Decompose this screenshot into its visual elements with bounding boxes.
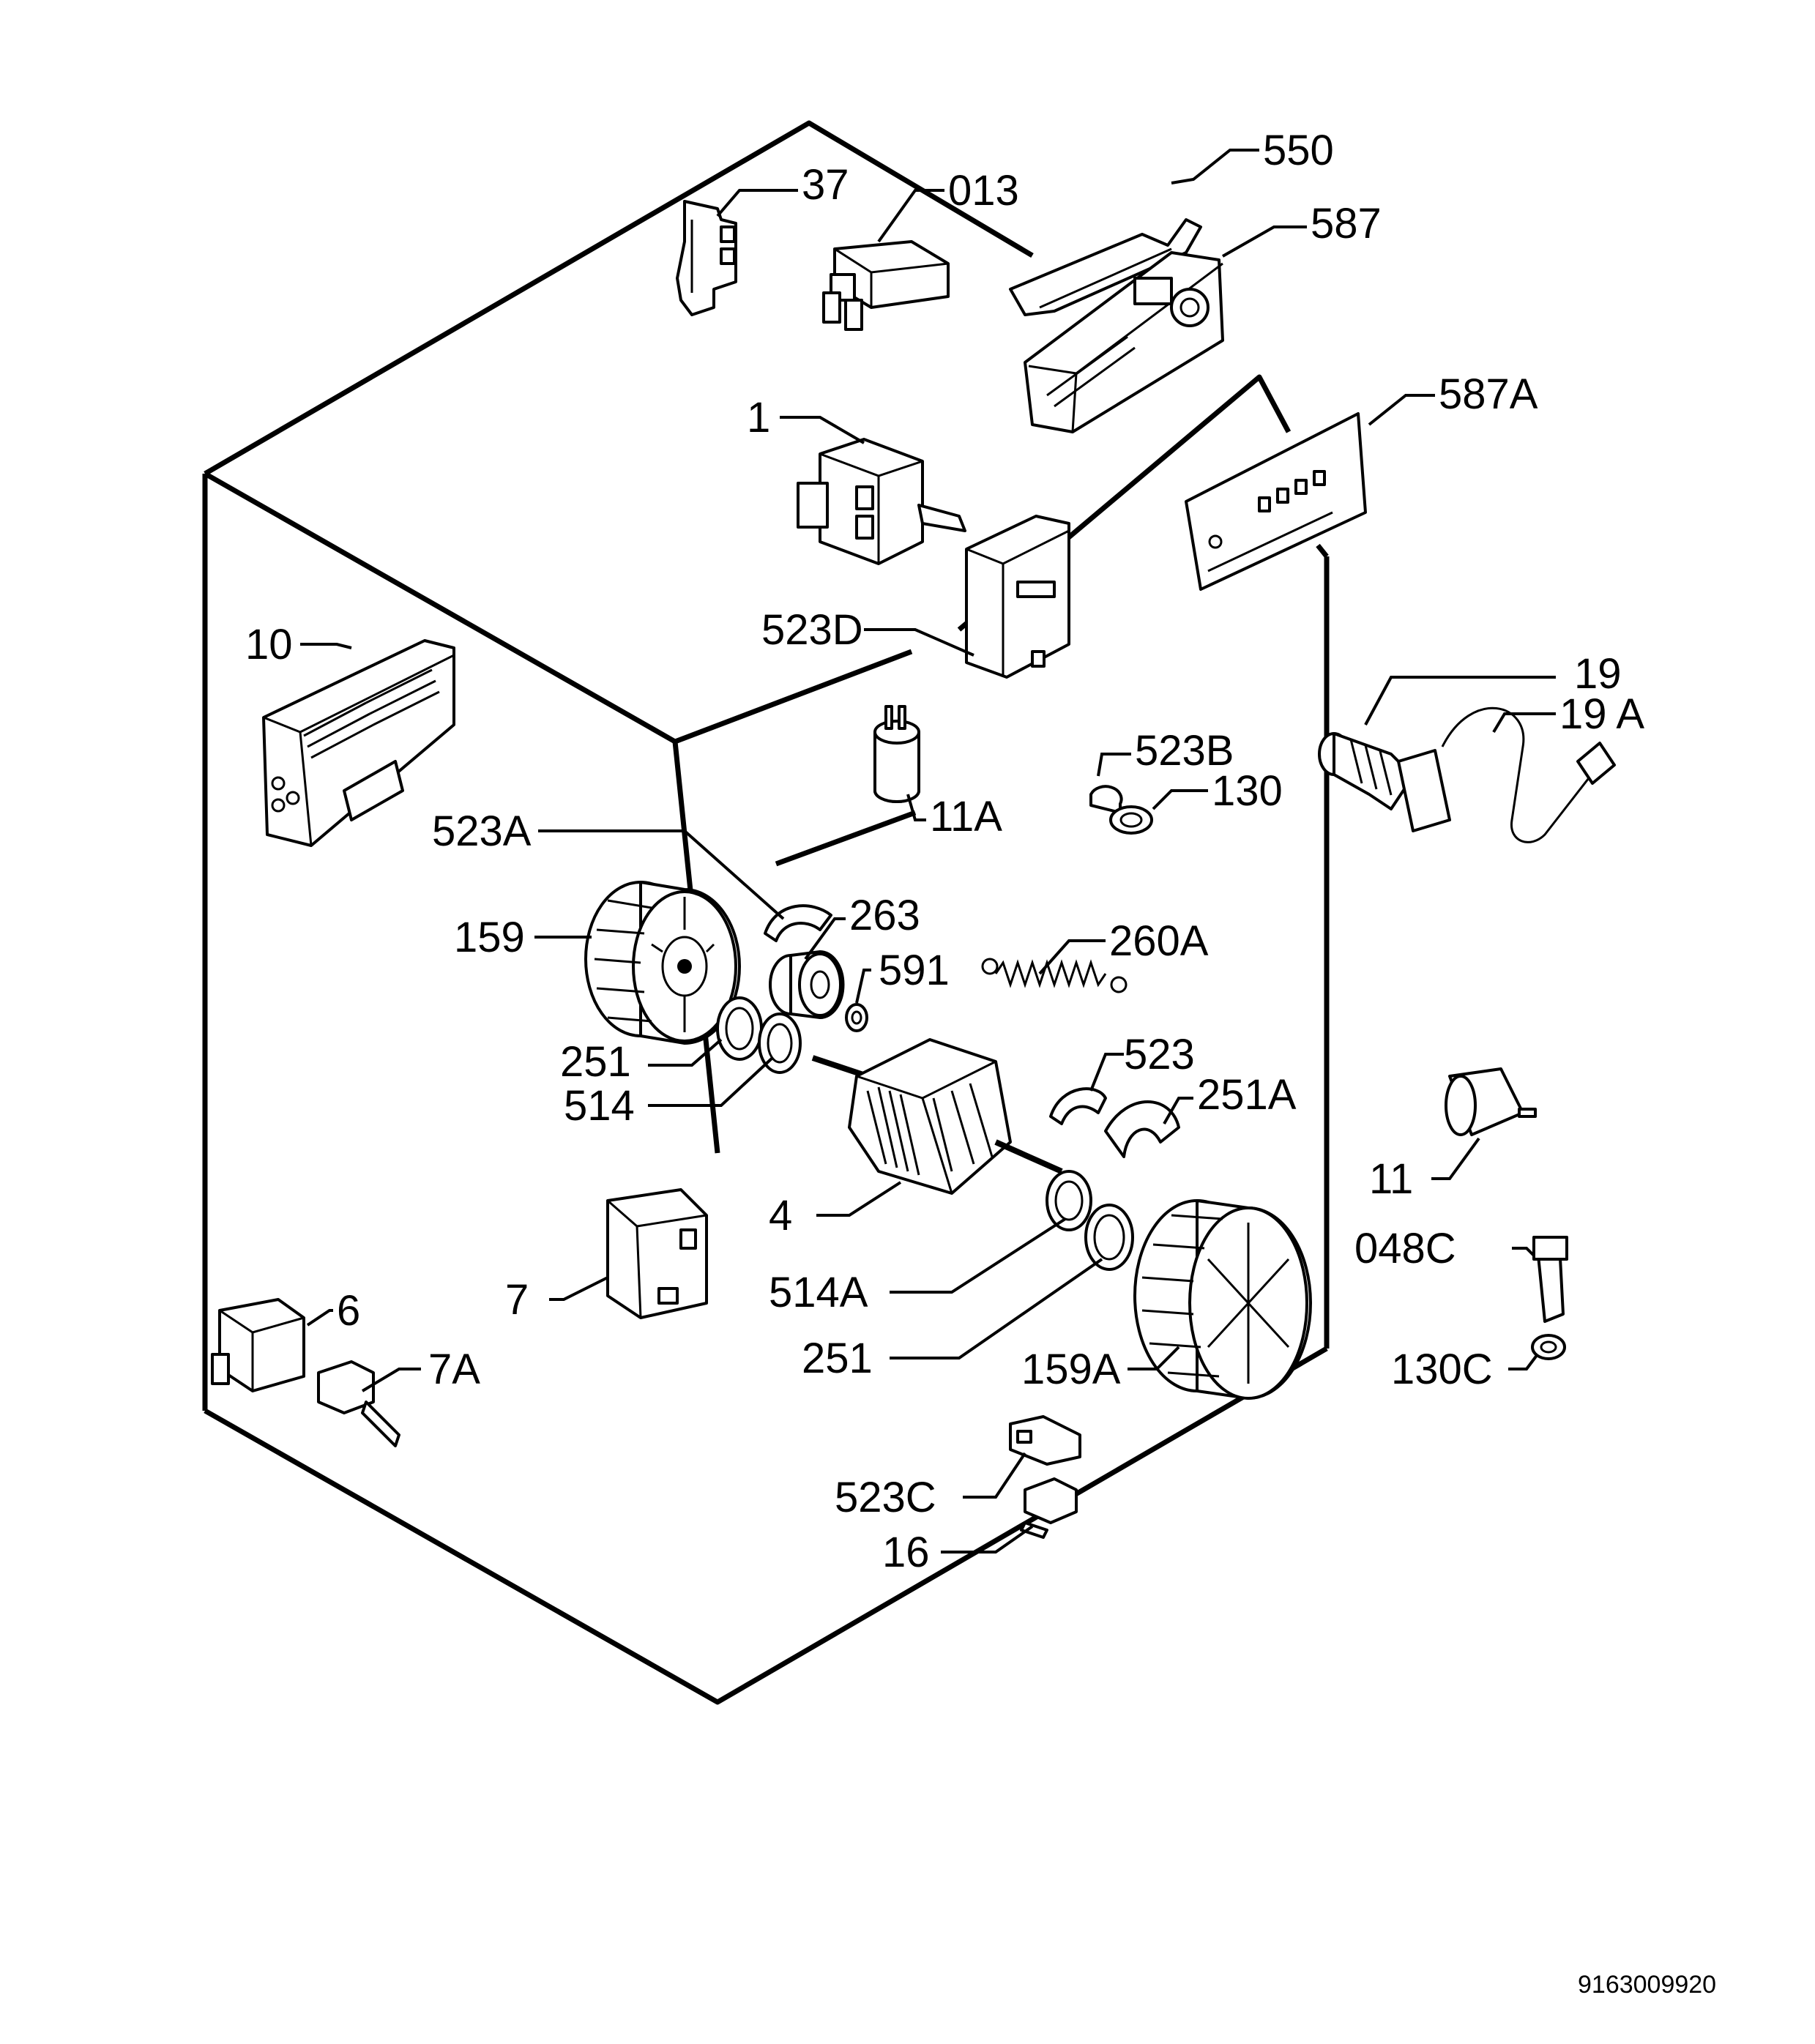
label-523A: 523A <box>432 807 532 855</box>
part-514-ring-upper <box>758 1012 802 1074</box>
label-6: 6 <box>337 1287 360 1335</box>
label-048C: 048C <box>1354 1225 1456 1272</box>
label-523D: 523D <box>761 606 863 654</box>
part-013-relay <box>822 240 950 331</box>
part-514A-ring <box>1046 1170 1092 1231</box>
leader-lines <box>300 149 1556 1553</box>
part-550-cover <box>1009 218 1202 316</box>
label-523: 523 <box>1124 1031 1195 1078</box>
label-10: 10 <box>245 621 293 668</box>
part-523-bracket <box>1049 1087 1107 1125</box>
label-159A: 159A <box>1021 1346 1121 1393</box>
label-550: 550 <box>1263 127 1334 174</box>
part-523D-housing <box>965 515 1070 679</box>
label-19: 19 <box>1574 650 1622 698</box>
part-251-ring-lower <box>1084 1204 1134 1271</box>
label-130C: 130C <box>1391 1346 1493 1393</box>
part-591-ring <box>845 1003 868 1032</box>
part-159A-fan-wheel <box>1133 1199 1312 1400</box>
part-251-ring-upper <box>716 996 763 1061</box>
part-260A-spring <box>981 958 1128 993</box>
part-130-ring <box>1109 805 1153 835</box>
part-263-pulley <box>769 950 845 1019</box>
label-11: 11 <box>1369 1155 1413 1203</box>
part-251A-cover <box>1104 1100 1180 1158</box>
label-7: 7 <box>505 1276 529 1324</box>
part-7A-microswitch <box>317 1360 400 1447</box>
part-1-selector-switch <box>797 438 966 565</box>
label-514: 514 <box>564 1082 635 1130</box>
label-587: 587 <box>1311 200 1382 247</box>
part-7-door-lock <box>606 1188 708 1319</box>
label-251-lower: 251 <box>802 1335 873 1382</box>
part-37-bracket <box>676 200 737 316</box>
label-1: 1 <box>747 394 770 441</box>
label-523C: 523C <box>835 1474 936 1521</box>
part-523A-bracket <box>764 904 832 942</box>
label-591: 591 <box>879 947 950 994</box>
label-7A: 7A <box>428 1346 480 1393</box>
part-6-valve <box>211 1298 305 1392</box>
label-11A: 11A <box>930 793 1002 840</box>
part-523B-clip <box>1089 785 1123 814</box>
label-159: 159 <box>454 914 525 961</box>
part-4-motor <box>811 1038 1063 1195</box>
part-130C-grommet <box>1531 1334 1566 1360</box>
part-labels: 37 013 550 587 587A 1 523D 10 19 19 A 11… <box>245 127 1644 1576</box>
part-159-drum-wheel <box>584 881 741 1045</box>
label-013: 013 <box>948 167 1019 215</box>
part-587A-display-board <box>1185 412 1367 591</box>
part-587-main-board <box>1024 251 1224 433</box>
label-130: 130 <box>1212 767 1283 815</box>
document-number: 9163009920 <box>1578 1971 1716 1999</box>
part-048C-sensor <box>1532 1236 1568 1323</box>
label-4: 4 <box>769 1192 792 1239</box>
label-251A: 251A <box>1197 1071 1297 1119</box>
part-11A-capacitor <box>873 705 920 803</box>
label-514A: 514A <box>769 1269 868 1316</box>
label-523B: 523B <box>1135 727 1234 775</box>
label-263: 263 <box>849 892 920 939</box>
label-19A: 19 A <box>1559 690 1644 738</box>
label-37: 37 <box>802 161 849 209</box>
part-11-capacitor <box>1445 1067 1537 1136</box>
part-10-heater <box>262 639 455 847</box>
label-16: 16 <box>882 1529 930 1576</box>
cabinet-outline <box>202 120 1330 1705</box>
label-260A: 260A <box>1109 917 1209 965</box>
label-587A: 587A <box>1439 370 1538 418</box>
part-19-sensor <box>1318 706 1616 843</box>
label-251-upper: 251 <box>560 1038 631 1086</box>
part-16-microswitch <box>1020 1477 1078 1539</box>
part-523C-bracket <box>1009 1415 1081 1466</box>
